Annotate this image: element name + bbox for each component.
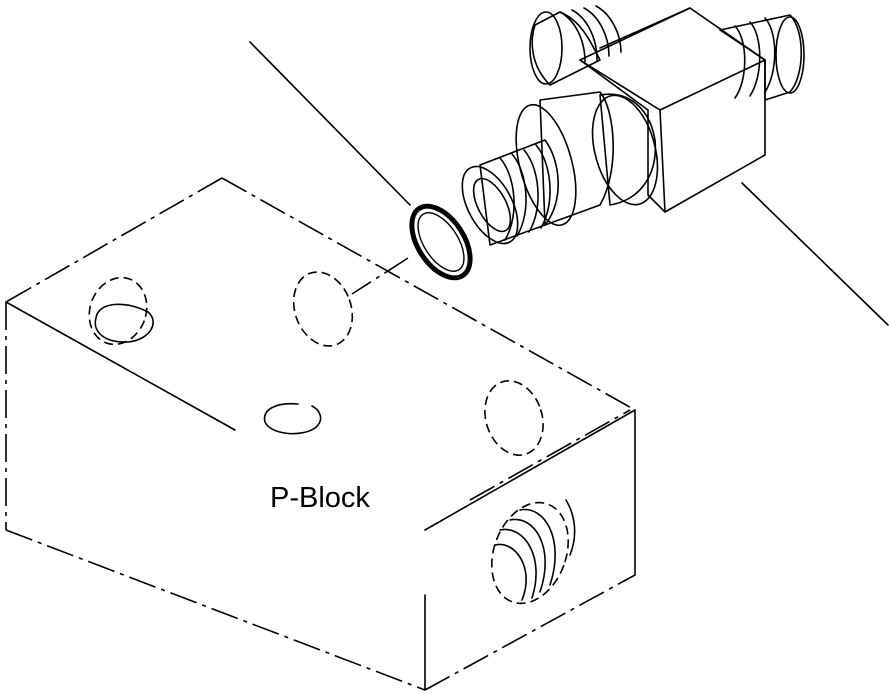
block-top-edge-back	[221, 177, 636, 411]
port-top-left	[88, 276, 148, 346]
block-top-edge-front	[5, 301, 236, 431]
fitting-branch-left	[529, 5, 622, 86]
port-top-center	[292, 271, 354, 347]
center-line	[351, 257, 409, 295]
block-bottom-edge-right	[424, 574, 636, 691]
port-center-small	[263, 402, 322, 435]
fitting-stem	[461, 91, 659, 246]
fitting-branch-right	[719, 14, 805, 101]
port-top-right	[484, 380, 544, 456]
threaded-side-port	[490, 499, 576, 605]
port-top-left-inner	[94, 303, 154, 343]
p-block: P-Block	[5, 177, 636, 691]
leader-line-o-ring	[249, 41, 411, 206]
block-bottom-edge-left	[5, 529, 426, 691]
leader-line-fitting	[741, 182, 889, 326]
block-label: P-Block	[270, 482, 370, 514]
o-ring	[409, 203, 473, 281]
tee-fitting	[461, 5, 805, 246]
block-top-edge-left	[5, 177, 223, 303]
block-side-edge	[469, 409, 631, 501]
block-top-edge-right	[424, 409, 636, 531]
